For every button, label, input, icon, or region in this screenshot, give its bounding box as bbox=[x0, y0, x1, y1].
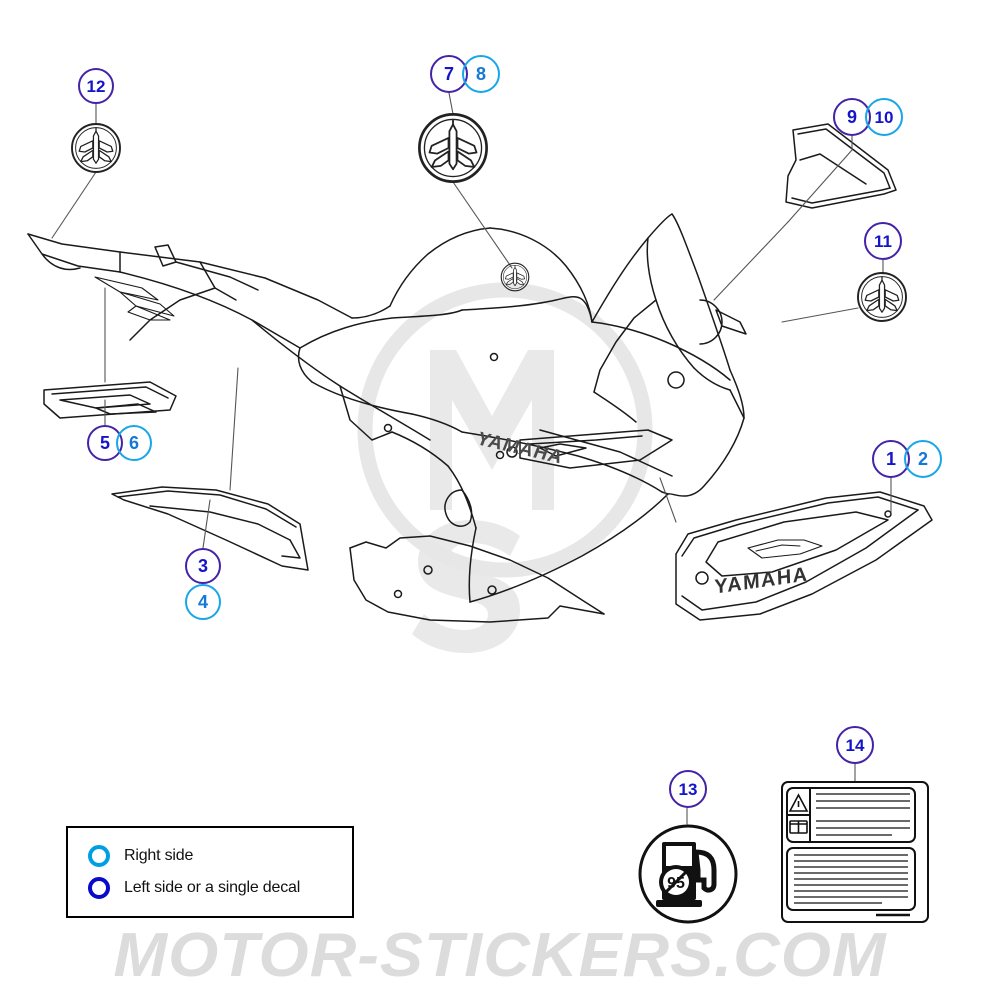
legend-row-right-side: Right side bbox=[88, 840, 352, 872]
callout-4-number: 4 bbox=[197, 592, 208, 612]
callout-14[interactable]: 14 bbox=[836, 726, 874, 764]
callout-2-number: 2 bbox=[917, 449, 928, 469]
callout-11-number: 11 bbox=[874, 231, 892, 251]
callout-13-number: 13 bbox=[678, 779, 698, 799]
label-text-lines-top bbox=[816, 793, 910, 836]
tail-decal-graphic bbox=[94, 276, 175, 321]
legend-row-left-side: Left side or a single decal bbox=[88, 872, 352, 904]
main-fairing-outline bbox=[251, 319, 605, 623]
callout-7-number: 7 bbox=[443, 64, 454, 84]
seat-outline bbox=[297, 227, 593, 415]
leader-lines bbox=[51, 92, 892, 825]
warning-triangle-icon bbox=[788, 793, 809, 812]
left-side-ring-icon bbox=[88, 877, 110, 899]
no-leaded-fuel-badge: 95 bbox=[659, 865, 693, 899]
right-side-ring-icon bbox=[88, 845, 110, 867]
label-text-lines-bottom bbox=[794, 854, 908, 904]
decal-part-1-2 bbox=[675, 491, 933, 621]
callout-4[interactable]: 4 bbox=[185, 584, 221, 620]
callout-5-number: 5 bbox=[99, 433, 110, 453]
callout-13[interactable]: 13 bbox=[669, 770, 707, 808]
legend-label-left-side: Left side or a single decal bbox=[124, 879, 301, 896]
side-legend: Right side Left side or a single decal bbox=[66, 826, 354, 918]
callout-12[interactable]: 12 bbox=[78, 68, 114, 104]
callout-6[interactable]: 6 bbox=[116, 425, 152, 461]
decal-part-9-10 bbox=[785, 123, 897, 209]
owners-manual-book-icon bbox=[789, 820, 808, 834]
callout-1-number: 1 bbox=[885, 449, 896, 469]
callout-6-number: 6 bbox=[128, 433, 139, 453]
callout-9-number: 9 bbox=[846, 107, 857, 127]
callout-11[interactable]: 11 bbox=[864, 222, 902, 260]
callout-14-number: 14 bbox=[845, 735, 865, 755]
side-fairing-panel bbox=[461, 429, 673, 603]
callout-2[interactable]: 2 bbox=[904, 440, 942, 478]
legend-label-right-side: Right side bbox=[124, 847, 194, 864]
callout-8[interactable]: 8 bbox=[462, 55, 500, 93]
front-cowl-outline bbox=[591, 213, 747, 497]
tail-section-outline bbox=[27, 233, 353, 349]
callout-10[interactable]: 10 bbox=[865, 98, 903, 136]
callout-3[interactable]: 3 bbox=[185, 548, 221, 584]
callout-8-number: 8 bbox=[475, 64, 486, 84]
callout-12-number: 12 bbox=[86, 76, 106, 96]
callout-3-number: 3 bbox=[197, 556, 208, 576]
decal-part-3-4 bbox=[111, 486, 309, 571]
callout-10-number: 10 bbox=[874, 107, 894, 127]
